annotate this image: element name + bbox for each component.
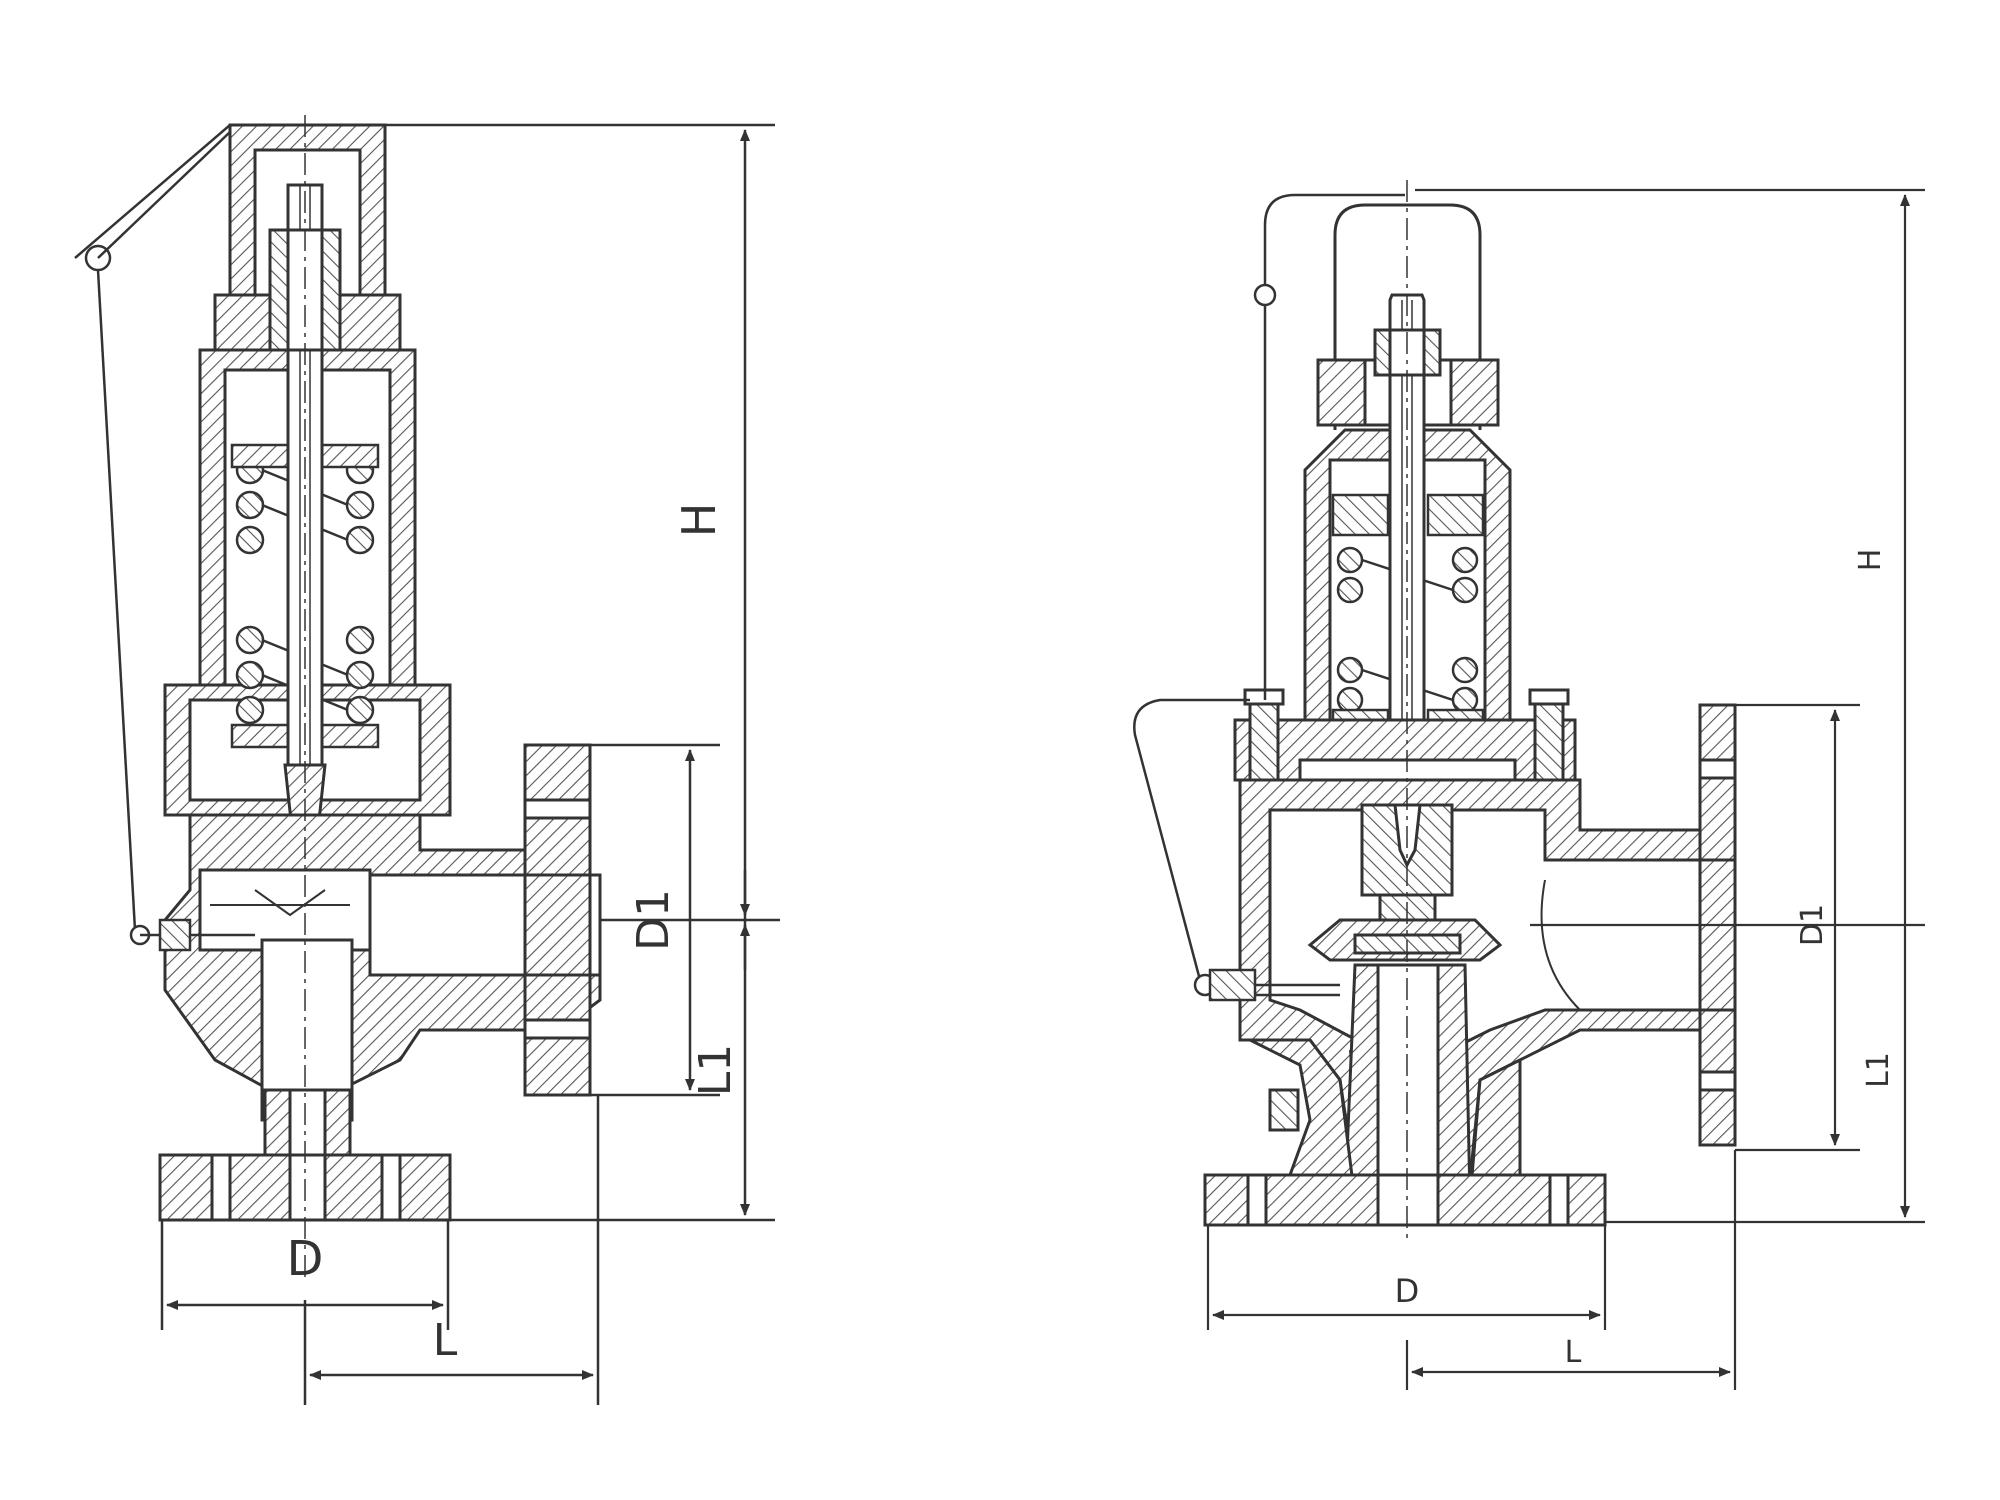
right-dimension-labels: H D1 L1 D L	[1395, 549, 1896, 1370]
left-label-d: D	[287, 1231, 324, 1287]
left-outlet-flange	[523, 743, 592, 1097]
left-dimensions	[160, 123, 780, 1405]
right-valve	[1133, 180, 1737, 1240]
left-label-l1: L1	[690, 1044, 741, 1097]
right-label-l: L	[1565, 1335, 1582, 1370]
left-spring	[230, 443, 380, 749]
left-lift-lever	[74, 124, 255, 952]
right-label-d1: D1	[1795, 904, 1830, 946]
left-label-d1: D1	[628, 889, 679, 951]
left-valve	[74, 115, 602, 1280]
left-dimension-labels: H D1 L1 D L	[287, 503, 741, 1366]
left-label-h: H	[672, 503, 726, 538]
right-label-l1: L1	[1861, 1052, 1896, 1088]
right-inlet-flange	[1203, 1038, 1607, 1227]
right-dimensions	[1206, 188, 1925, 1390]
right-lift-lever	[1133, 193, 1405, 1002]
left-label-l: L	[433, 1315, 458, 1366]
right-label-d: D	[1395, 1272, 1420, 1310]
right-label-h: H	[1853, 549, 1888, 572]
